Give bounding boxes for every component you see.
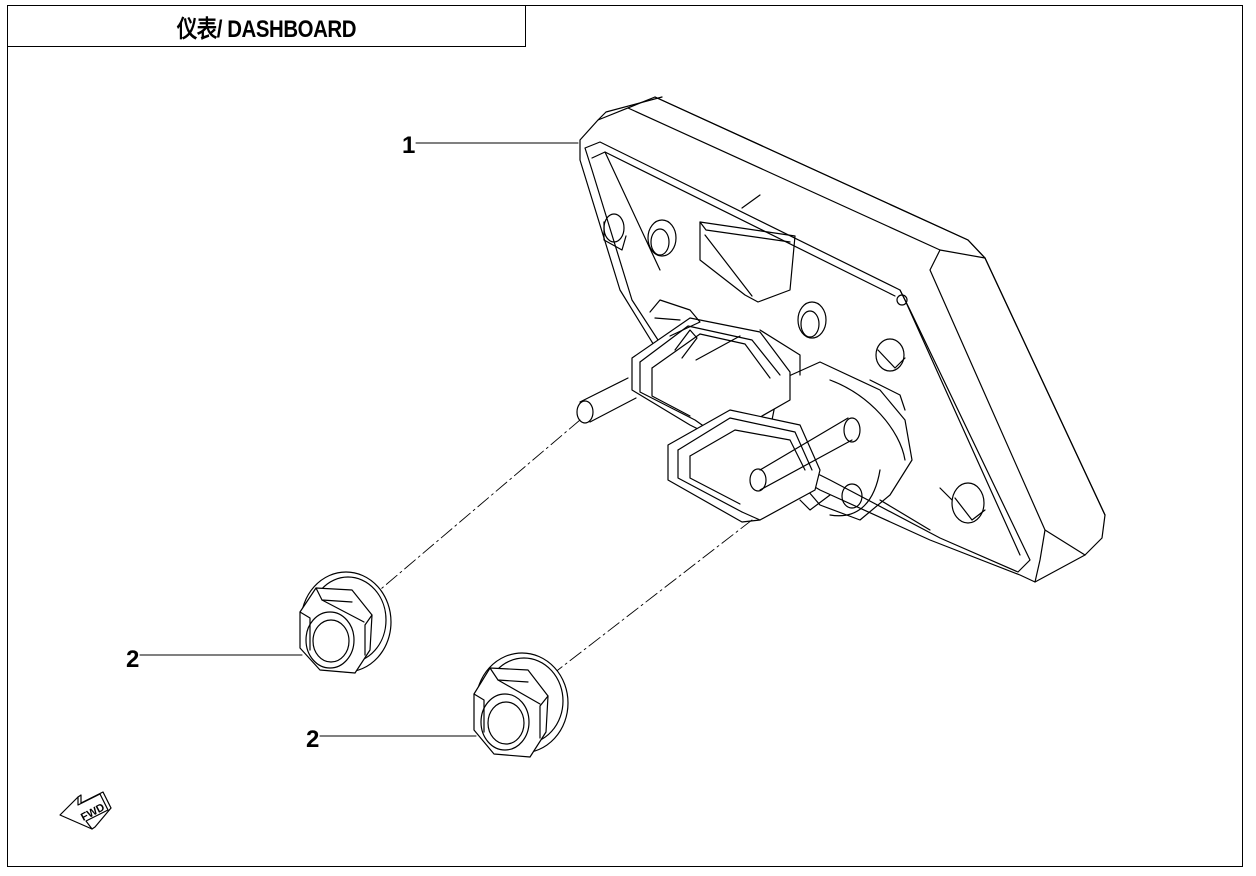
dashboard-part — [576, 96, 1106, 583]
callout-1: 1 — [402, 132, 415, 159]
page-title: 仪表/ DASHBOARD — [176, 15, 357, 43]
assembly-centerlines — [367, 419, 753, 681]
callout-2-lower: 2 — [306, 726, 319, 753]
drawing-frame — [7, 5, 1243, 867]
fwd-arrow-icon — [59, 791, 112, 830]
flange-nut-lower — [473, 652, 569, 758]
callout-2-upper: 2 — [126, 646, 139, 673]
title-box: 仪表/ DASHBOARD — [7, 5, 526, 47]
leader-lines — [139, 142, 579, 737]
flange-nut-upper — [299, 571, 392, 674]
